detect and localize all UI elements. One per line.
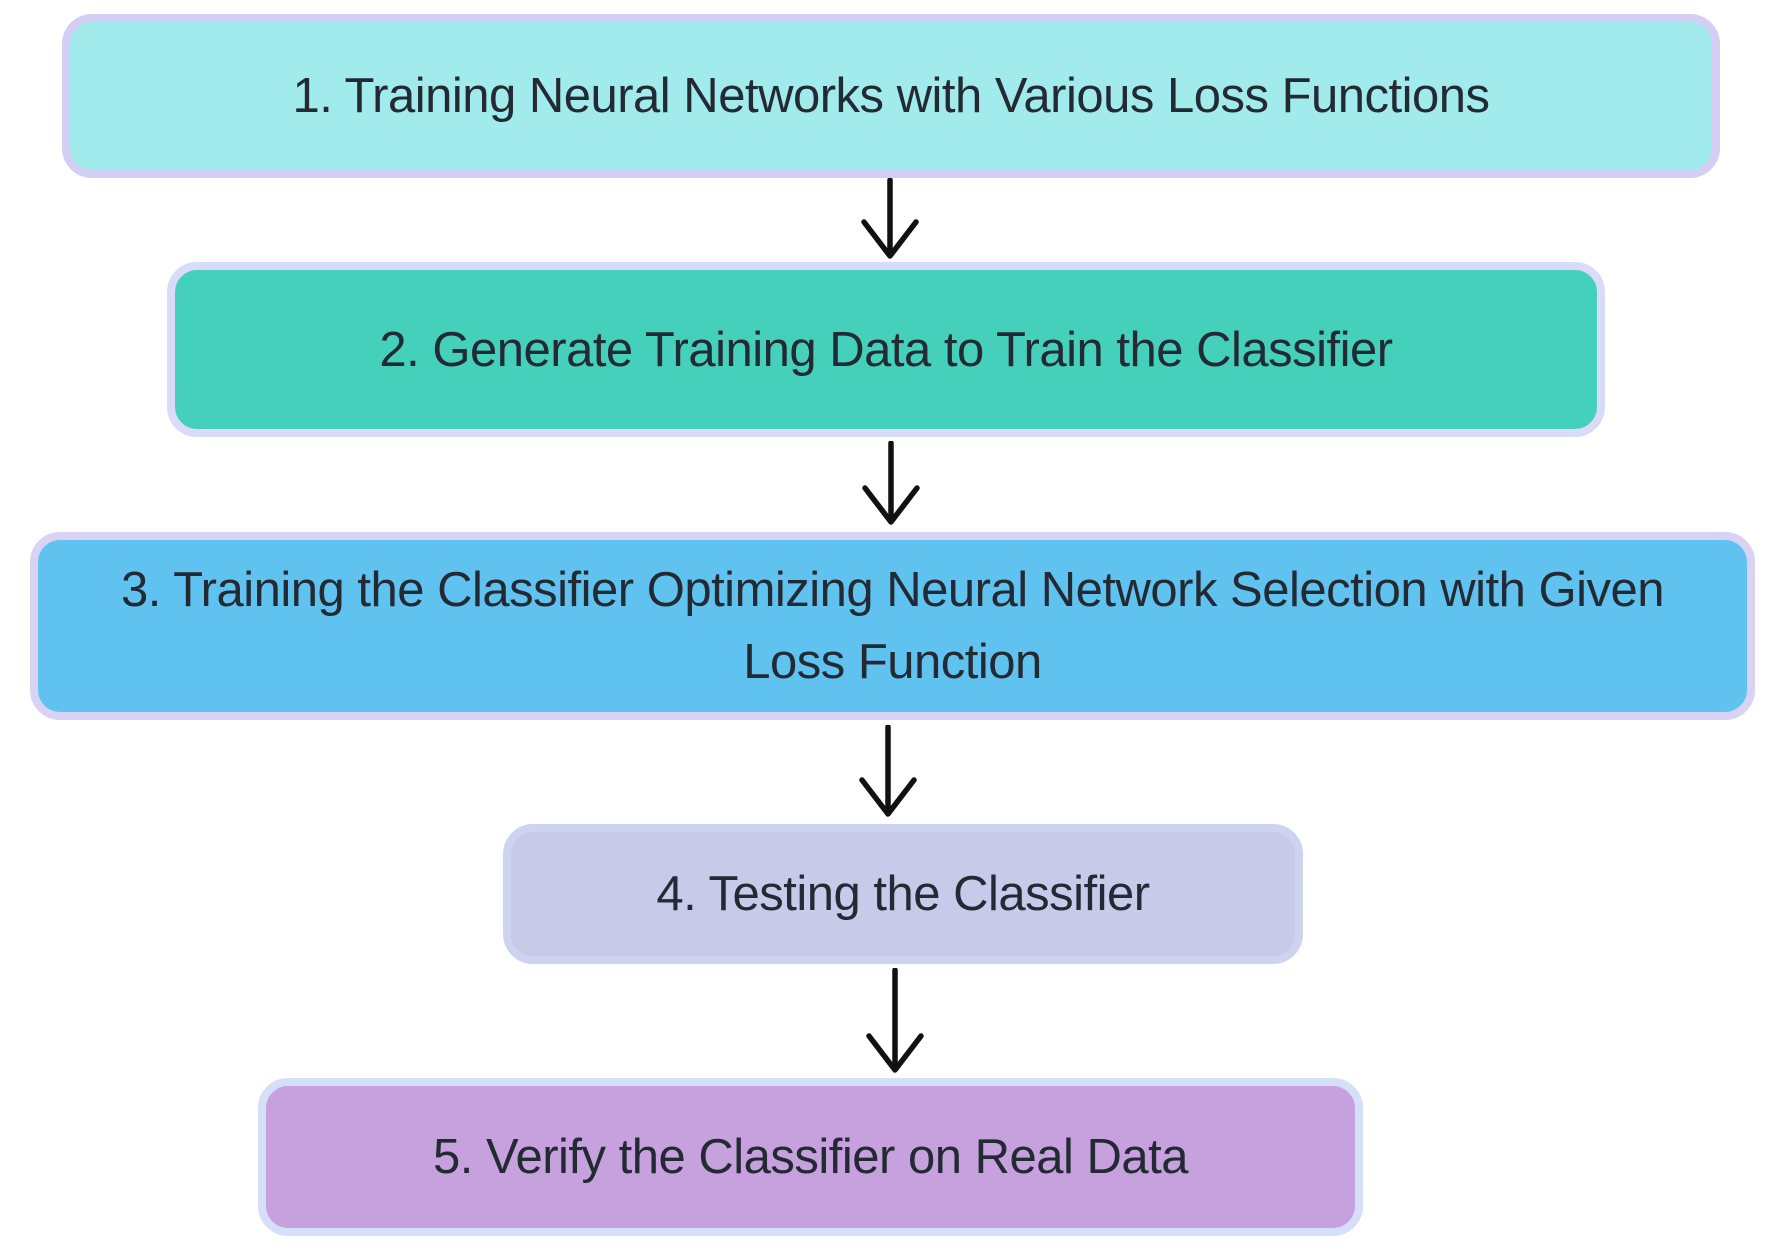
arrow-step4-to-step5-icon: [866, 968, 924, 1073]
flow-step-5-label: 5. Verify the Classifier on Real Data: [433, 1130, 1188, 1184]
flow-step-1-box: 1. Training Neural Networks with Various…: [62, 14, 1720, 178]
flow-step-1-label: 1. Training Neural Networks with Various…: [292, 69, 1490, 123]
flow-step-2-box: 2. Generate Training Data to Train the C…: [167, 262, 1605, 437]
arrow-step1-to-step2-icon: [861, 178, 919, 259]
flow-step-2-label: 2. Generate Training Data to Train the C…: [379, 322, 1393, 377]
flow-step-5-box: 5. Verify the Classifier on Real Data: [258, 1078, 1363, 1236]
flow-step-4-label: 4. Testing the Classifier: [656, 867, 1150, 921]
flow-step-4-box: 4. Testing the Classifier: [503, 824, 1303, 964]
flow-step-3-label: 3. Training the Classifier Optimizing Ne…: [120, 563, 1665, 689]
arrow-step2-to-step3-icon: [862, 441, 920, 525]
flow-step-3-box: 3. Training the Classifier Optimizing Ne…: [30, 532, 1755, 720]
arrow-step3-to-step4-icon: [859, 725, 917, 817]
